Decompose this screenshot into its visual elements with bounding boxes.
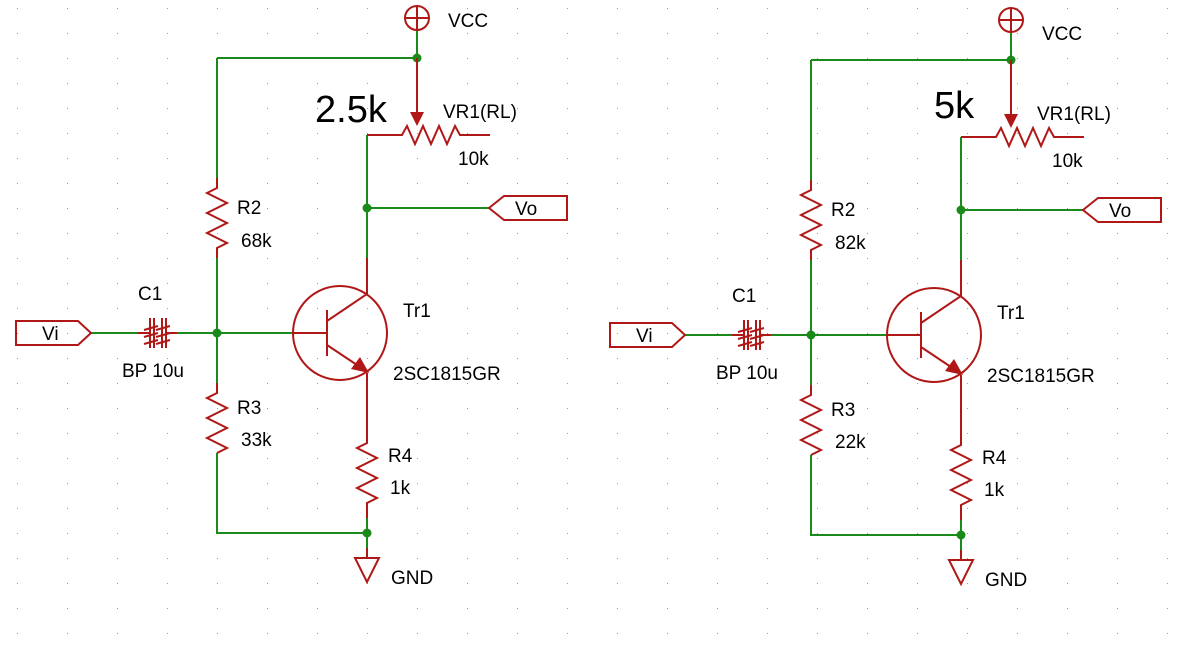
vcc-label: VCC [448, 11, 488, 32]
potentiometer-vr1 [367, 58, 490, 147]
r2-name: R2 [237, 198, 261, 219]
r2-name: R2 [831, 200, 855, 221]
gnd-label: GND [985, 570, 1027, 591]
r4-value: 1k [390, 478, 411, 499]
vr1-name: VR1(RL) [1037, 104, 1111, 125]
capacitor-c1 [732, 320, 771, 350]
vcc-symbol [404, 5, 430, 31]
grid-dots [17, 8, 1168, 634]
tr1-name: Tr1 [403, 301, 431, 322]
wiper-setting-label: 5k [934, 85, 975, 127]
junction-node [212, 328, 222, 338]
vi-label: Vi [42, 324, 59, 345]
wires-right [685, 30, 1083, 550]
tr1-part: 2SC1815GR [987, 366, 1095, 387]
gnd-label: GND [391, 568, 433, 589]
c1-value: BP 10u [122, 361, 184, 382]
vi-port [609, 322, 687, 348]
r2-value: 68k [241, 231, 272, 252]
vi-label: Vi [636, 326, 653, 347]
junction-node [806, 330, 816, 340]
r3-value: 22k [835, 432, 866, 453]
transistor-tr1 [292, 258, 388, 381]
r4-value: 1k [984, 480, 1005, 501]
circuit-left: VCC 2.5k VR1(RL) 10k Vo Vi R2 68k R3 33k… [15, 5, 568, 589]
resistor-r4 [354, 378, 380, 518]
vo-port [1081, 197, 1162, 223]
vr1-name: VR1(RL) [443, 102, 517, 123]
potentiometer-vr1 [961, 60, 1084, 149]
r3-name: R3 [831, 400, 855, 421]
r4-name: R4 [388, 446, 413, 467]
resistor-r4 [948, 380, 974, 520]
wiper-setting-label: 2.5k [315, 89, 388, 131]
vr1-value: 10k [1052, 151, 1083, 172]
junction-node [956, 205, 966, 215]
circuit-right: VCC 5k VR1(RL) 10k Vo Vi R2 82k R3 22k R… [609, 7, 1162, 591]
resistor-r2 [798, 180, 824, 260]
capacitor-c1 [138, 318, 177, 348]
tr1-part: 2SC1815GR [393, 364, 501, 385]
resistor-r2 [204, 178, 230, 258]
r3-value: 33k [241, 430, 272, 451]
resistor-r3 [798, 385, 824, 456]
c1-name: C1 [732, 286, 756, 307]
resistor-r3 [204, 383, 230, 454]
vcc-symbol [998, 7, 1024, 33]
r2-value: 82k [835, 233, 866, 254]
vo-label: Vo [1109, 201, 1131, 222]
vo-label: Vo [515, 199, 537, 220]
vr1-value: 10k [458, 149, 489, 170]
r3-name: R3 [237, 398, 261, 419]
c1-value: BP 10u [716, 363, 778, 384]
ground-symbol [353, 548, 381, 585]
tr1-name: Tr1 [997, 303, 1025, 324]
junction-node [956, 530, 966, 540]
ground-symbol [947, 550, 975, 587]
junction-node [362, 528, 372, 538]
vi-port [15, 320, 93, 346]
junction-node [362, 203, 372, 213]
wires-left [91, 28, 489, 548]
c1-name: C1 [138, 284, 162, 305]
vo-port [487, 195, 568, 221]
r4-name: R4 [982, 448, 1007, 469]
transistor-tr1 [886, 260, 982, 383]
vcc-label: VCC [1042, 24, 1082, 45]
